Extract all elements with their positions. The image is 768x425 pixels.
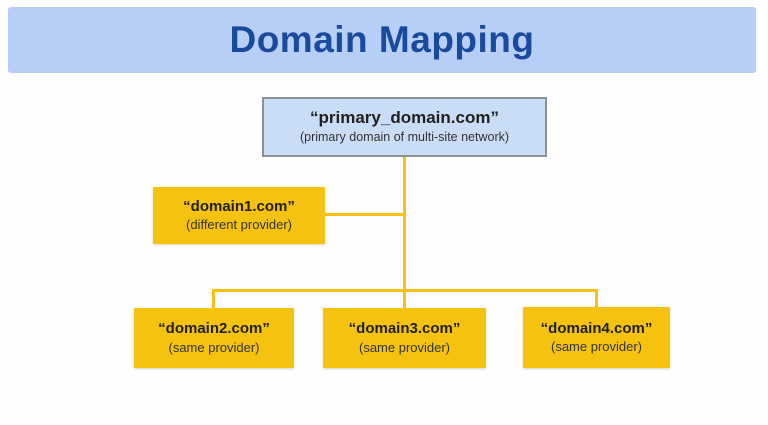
domain1-title: “domain1.com” bbox=[183, 197, 295, 215]
node-domain3: “domain3.com” (same provider) bbox=[323, 308, 486, 368]
primary-domain-title: “primary_domain.com” bbox=[310, 108, 499, 128]
node-primary-domain: “primary_domain.com” (primary domain of … bbox=[262, 97, 547, 157]
domain2-subtitle: (same provider) bbox=[168, 339, 260, 355]
connector-drop-domain4 bbox=[595, 289, 598, 309]
domain3-title: “domain3.com” bbox=[348, 320, 461, 338]
connector-bottom-bar bbox=[212, 289, 598, 292]
connector-trunk-vertical bbox=[403, 157, 406, 310]
page-title: Domain Mapping bbox=[229, 19, 535, 60]
node-domain1: “domain1.com” (different provider) bbox=[153, 187, 325, 244]
primary-domain-subtitle: (primary domain of multi-site network) bbox=[299, 129, 510, 144]
domain4-title: “domain4.com” bbox=[540, 319, 653, 337]
connector-drop-domain2 bbox=[212, 289, 215, 310]
domain1-subtitle: (different provider) bbox=[186, 217, 292, 233]
domain4-subtitle: (same provider) bbox=[550, 339, 643, 355]
node-domain4: “domain4.com” (same provider) bbox=[523, 307, 670, 368]
header-banner: Domain Mapping bbox=[8, 7, 756, 73]
domain3-subtitle: (same provider) bbox=[358, 339, 451, 355]
domain2-title: “domain2.com” bbox=[158, 320, 270, 338]
connector-domain1-branch bbox=[325, 213, 405, 216]
node-domain2: “domain2.com” (same provider) bbox=[134, 308, 294, 368]
